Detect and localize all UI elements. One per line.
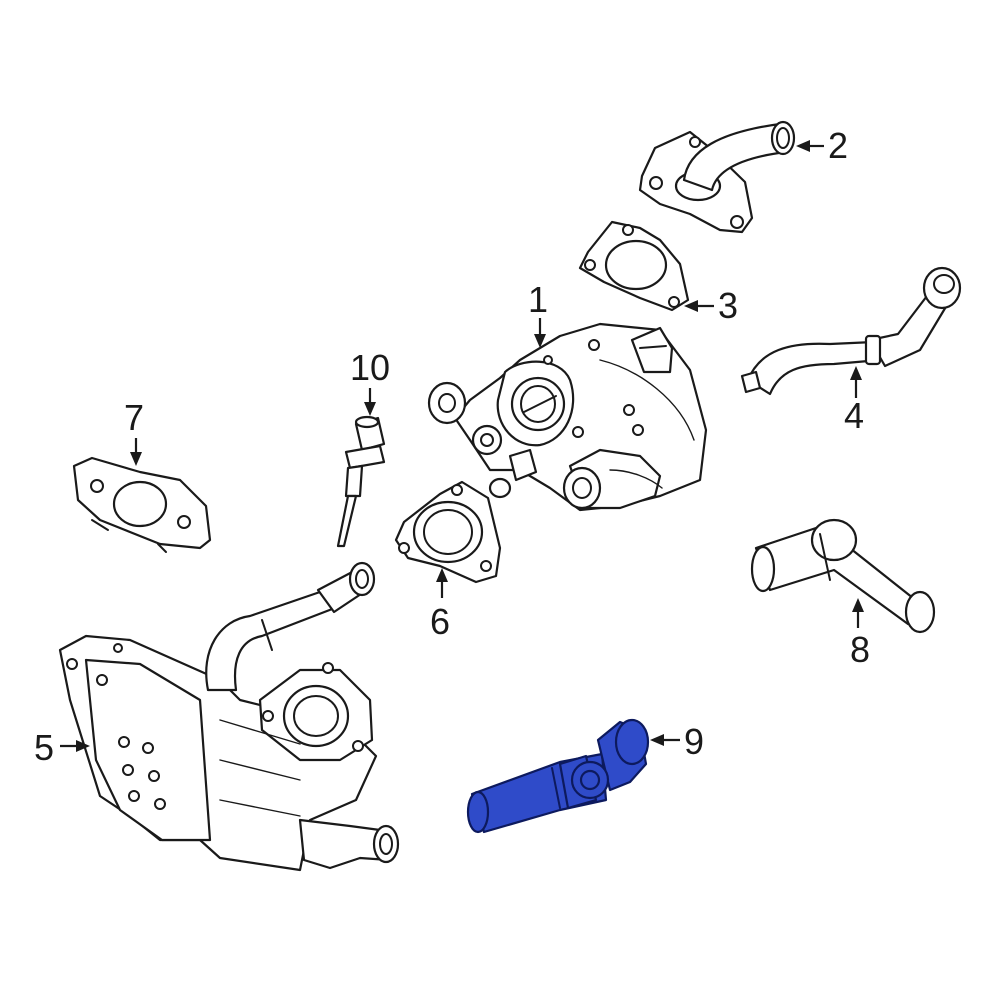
part-10-temp-sensor[interactable]: [336, 415, 386, 548]
callout-6: 6: [430, 568, 450, 642]
callout-label-4: 4: [844, 395, 864, 436]
callout-label-5: 5: [34, 727, 54, 768]
callout-label-7: 7: [124, 397, 144, 438]
callout-label-10: 10: [350, 347, 390, 388]
callout-label-9: 9: [684, 721, 704, 762]
part-4-bent-pipe[interactable]: [740, 266, 962, 396]
callout-9: 9: [650, 721, 704, 762]
callout-4: 4: [844, 366, 864, 436]
callout-label-1: 1: [528, 279, 548, 320]
callout-5: 5: [34, 727, 90, 768]
part-7-gasket-plate[interactable]: [72, 456, 212, 553]
part-9-hose-highlighted[interactable]: [466, 718, 650, 834]
part-8-hose[interactable]: [750, 518, 936, 634]
callout-label-3: 3: [718, 285, 738, 326]
callout-10: 10: [350, 347, 390, 416]
part-1-egr-valve[interactable]: [427, 322, 708, 512]
callout-2: 2: [796, 125, 848, 166]
part-6-flange-gasket[interactable]: [394, 480, 502, 584]
callout-3: 3: [684, 285, 738, 326]
part-5-egr-cooler[interactable]: [58, 561, 400, 872]
part-3-gasket[interactable]: [578, 220, 690, 312]
callout-1: 1: [528, 279, 548, 348]
part-2-outlet-pipe[interactable]: [638, 120, 796, 234]
callout-label-6: 6: [430, 601, 450, 642]
callout-label-8: 8: [850, 629, 870, 670]
callout-8: 8: [850, 598, 870, 670]
callout-7: 7: [124, 397, 144, 466]
callout-label-2: 2: [828, 125, 848, 166]
